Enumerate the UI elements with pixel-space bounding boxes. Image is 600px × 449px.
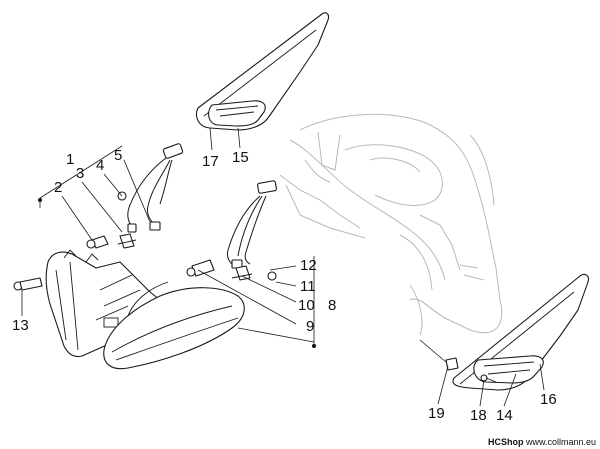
leader-lines bbox=[21, 127, 545, 407]
part-label-14: 14 bbox=[496, 407, 513, 424]
small-parts bbox=[13, 191, 497, 383]
part-number-labels: 1 2 3 4 5 17 15 12 11 10 8 9 13 19 18 14… bbox=[12, 147, 557, 424]
part-label-2: 2 bbox=[54, 179, 62, 196]
wiring-harness-right bbox=[227, 180, 277, 269]
part-label-4: 4 bbox=[96, 157, 104, 174]
footer-credit: HCShop www.collmann.eu bbox=[488, 437, 596, 447]
footer-site: www.collmann.eu bbox=[525, 437, 596, 447]
footer-brand: HCShop bbox=[487, 437, 524, 447]
part-label-11: 11 bbox=[300, 278, 316, 295]
part-label-16: 16 bbox=[540, 391, 557, 408]
part-label-12: 12 bbox=[300, 257, 317, 274]
frame-silhouette bbox=[279, 113, 503, 336]
part-label-8: 8 bbox=[328, 297, 336, 314]
part-label-3: 3 bbox=[76, 165, 84, 182]
leader-dot-8 bbox=[312, 344, 316, 348]
part-label-5: 5 bbox=[114, 147, 122, 164]
side-panel-lower bbox=[452, 273, 589, 391]
side-panel-upper bbox=[195, 12, 330, 131]
part-label-10: 10 bbox=[298, 297, 315, 314]
wiring-harness-left bbox=[127, 143, 184, 233]
part-label-15: 15 bbox=[232, 149, 249, 166]
part-label-1: 1 bbox=[66, 151, 74, 168]
part-label-19: 19 bbox=[428, 405, 445, 422]
leader-dot-1 bbox=[38, 198, 42, 202]
part-label-17: 17 bbox=[202, 153, 219, 170]
part-label-13: 13 bbox=[12, 317, 29, 334]
part-label-9: 9 bbox=[306, 318, 314, 335]
part-label-18: 18 bbox=[470, 407, 487, 424]
headlight-lens bbox=[103, 281, 245, 370]
